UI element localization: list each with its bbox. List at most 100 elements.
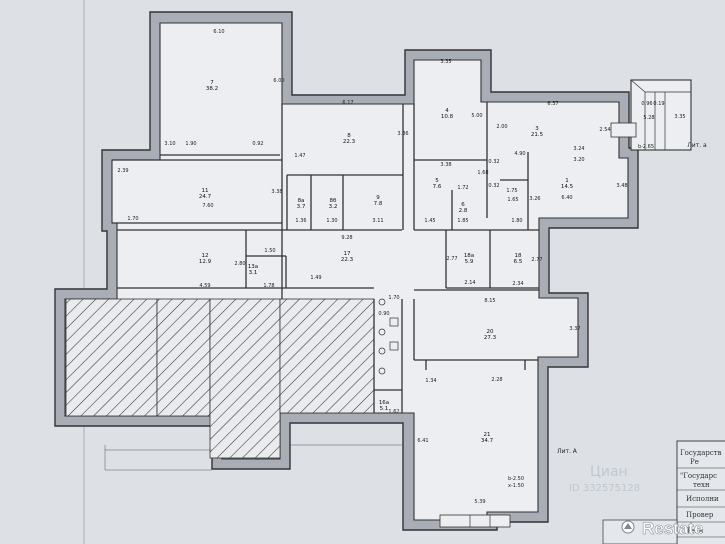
- brand-logo: Restate: [621, 519, 704, 538]
- room-area: 34.7: [481, 438, 494, 444]
- hatched-area: [65, 298, 375, 459]
- dimension-label: 2.80: [234, 261, 245, 267]
- dimension-label: 2.54: [599, 127, 610, 133]
- dimension-label: 1.85: [457, 218, 468, 224]
- stamp-line: Исполни: [686, 495, 719, 503]
- dimension-label: 9.28: [341, 235, 352, 241]
- room-number: 3: [535, 126, 539, 132]
- room-area: 2.8: [459, 208, 468, 214]
- dimension-label: 1.75: [506, 188, 517, 194]
- room-area: 21.5: [531, 132, 544, 138]
- room-number: 8а: [298, 198, 305, 204]
- interior-walls: [112, 102, 539, 413]
- dimension-label: 2.77: [531, 257, 542, 263]
- dimension-label: 3.48: [616, 183, 627, 189]
- room-area: 24.7: [199, 194, 212, 200]
- dimension-label: x-1.50: [508, 483, 524, 489]
- dimension-label: 1.45: [424, 218, 435, 224]
- dimension-label: 1.90: [185, 141, 196, 147]
- dimension-label: 1.47: [294, 153, 305, 159]
- room-area: 5.1: [380, 406, 389, 412]
- dimension-label: 6.00: [273, 78, 284, 84]
- brand-name: Restate: [642, 519, 703, 538]
- dimension-label: 1.62: [388, 409, 399, 415]
- letter-label: Лит. а: [687, 142, 707, 149]
- reference-lines: [104, 444, 403, 471]
- room-number: 11: [202, 188, 209, 194]
- dimension-label: 0.32: [488, 183, 499, 189]
- room-number: 18: [515, 253, 522, 259]
- room-number: 12: [202, 253, 209, 259]
- dimension-label: 1.50: [264, 248, 275, 254]
- room-area: 38.2: [206, 86, 218, 92]
- room-number: 21: [484, 432, 491, 438]
- stamp-line: Провер: [686, 511, 714, 519]
- dimension-label: 1.68: [477, 170, 488, 176]
- dimension-label: 5.00: [471, 113, 482, 119]
- dimension-label: 0.32: [488, 159, 499, 165]
- dimension-label: 6.17: [342, 100, 353, 106]
- dimension-label: 3.10: [164, 141, 175, 147]
- watermark-text: ID 332575128: [569, 483, 640, 494]
- dimension-label: 1.34: [425, 378, 436, 384]
- dimension-label: 3.37: [569, 326, 580, 332]
- dimension-label: 1.72: [457, 185, 468, 191]
- dimension-label: 1.65: [507, 197, 518, 203]
- dimension-label: 4.59: [199, 283, 210, 289]
- stamp-line: Ре: [690, 458, 699, 466]
- dimension-label: 3.35: [674, 114, 685, 120]
- dimension-label: 3.26: [529, 196, 540, 202]
- room-number: 4: [445, 108, 449, 114]
- room-area: 12.9: [199, 259, 212, 265]
- room-area: 27.3: [484, 335, 497, 341]
- dimension-label: 0.19: [653, 101, 664, 107]
- stamp-line: техн: [693, 481, 710, 489]
- dimension-label: 2.34: [512, 281, 523, 287]
- dimension-label: 0.92: [252, 141, 263, 147]
- watermark: Циан ID 332575128: [569, 464, 640, 494]
- dimension-label: 1.49: [310, 275, 321, 281]
- dimension-label: 3.38: [440, 162, 451, 168]
- dimension-label: 1.70: [388, 295, 399, 301]
- dimension-label: 1.70: [127, 216, 138, 222]
- room-number: 7: [210, 80, 214, 86]
- dimension-label: 1.36: [295, 218, 306, 224]
- room-area: 3.2: [329, 204, 338, 210]
- dimension-label: 3.20: [573, 157, 584, 163]
- room-number: 6: [461, 202, 465, 208]
- room-area: 3.7: [297, 204, 306, 210]
- room-area: 14.5: [561, 184, 574, 190]
- dimension-label: b-2.65: [638, 144, 654, 150]
- room-number: 8: [347, 133, 351, 139]
- dimension-label: b-2.50: [508, 476, 524, 482]
- dimension-label: 0.90: [378, 311, 389, 317]
- dimension-label: 6.40: [561, 195, 572, 201]
- dimension-label: 8.15: [484, 298, 495, 304]
- room-number: 18а: [464, 253, 474, 259]
- dimension-label: 4.90: [514, 151, 525, 157]
- stamp-line: Техн: [686, 527, 704, 535]
- room-number: 13а: [248, 264, 258, 270]
- room-number: 9: [376, 195, 380, 201]
- entrance-porch: [439, 514, 511, 528]
- stamp-line: Государств: [680, 449, 722, 457]
- dimension-label: 3.24: [573, 146, 584, 152]
- dimension-label: 2.28: [491, 377, 502, 383]
- fixture-icons: [378, 298, 399, 375]
- dimension-label: 1.80: [511, 218, 522, 224]
- title-block: Государств Ре "Государс техн Исполни Про…: [602, 440, 725, 544]
- room-area: 7.8: [374, 201, 383, 207]
- dimension-label: 2.39: [117, 168, 128, 174]
- room-area: 22.3: [341, 257, 354, 263]
- dimension-label: 2.77: [446, 256, 457, 262]
- dimension-label: 3.35: [440, 59, 451, 65]
- dimension-label: 6.41: [417, 438, 428, 444]
- dimension-label: 5.28: [643, 115, 654, 121]
- dimension-label: 3.38: [271, 189, 282, 195]
- room-number: 20: [487, 329, 494, 335]
- watermark-text: Циан: [590, 464, 628, 480]
